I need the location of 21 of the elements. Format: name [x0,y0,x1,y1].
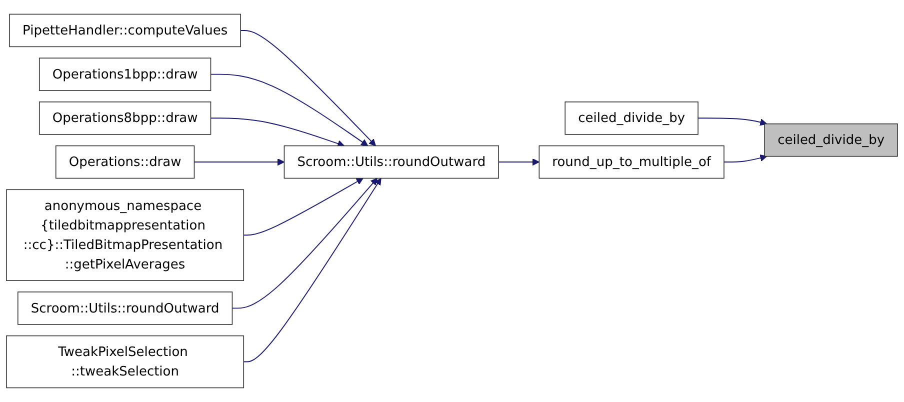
node-box: Scroom::Utils::roundOutward [284,145,499,179]
node-box: Scroom::Utils::roundOutward [18,292,233,325]
node-box: round_up_to_multiple_of [538,145,724,179]
arrow [210,74,368,146]
arrow [243,178,364,236]
arrow [232,178,378,309]
node-box: anonymous_namespace {tiledbitmappresentation ::cc}::TiledBitmapPresentation ::getPixelAverages [6,189,244,281]
node-box: ceiled_divide_by [764,123,898,157]
node-box: ceiled_divide_by [564,102,698,135]
node-box: PipetteHandler::computeValues [9,14,241,48]
arrow [724,154,768,162]
arrow [194,158,285,166]
arrow [698,118,768,126]
node-box: Operations8bpp::draw [38,102,212,135]
node-box: TweakPixelSelection ::tweakSelection [6,335,244,388]
node-box: Operations::draw [55,145,195,179]
node-box: Operations1bpp::draw [38,58,212,91]
arrow [498,158,540,166]
arrow [240,30,376,146]
arrow [210,118,344,148]
arrow [243,178,382,362]
